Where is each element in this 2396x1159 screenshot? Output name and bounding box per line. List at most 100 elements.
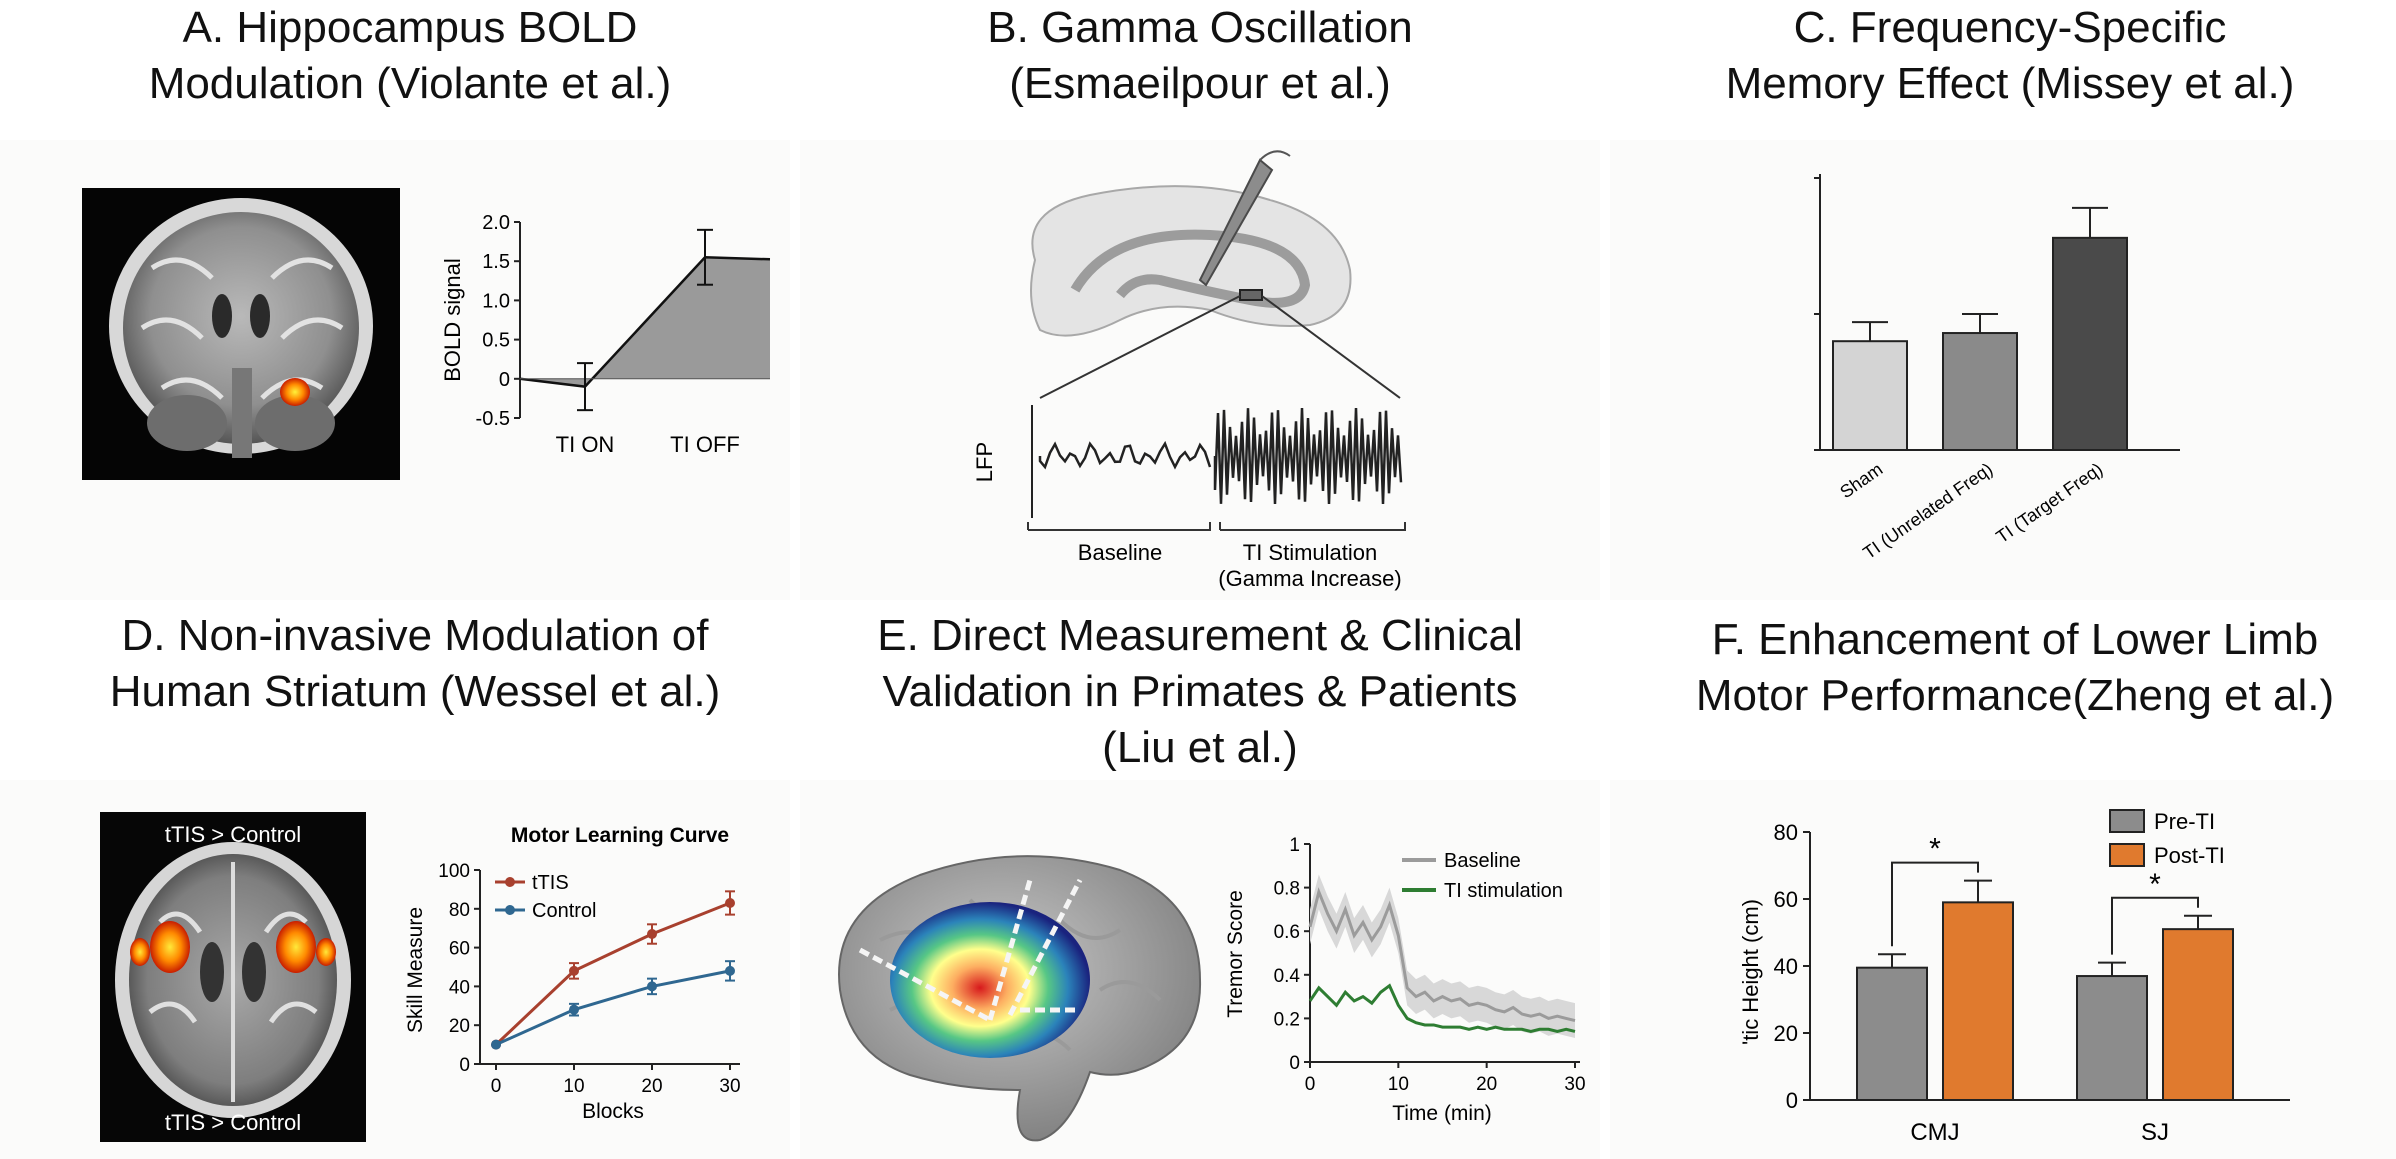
- panel-d-mri-image: tTIS > Control tTIS > Control: [100, 812, 366, 1142]
- bar: [2052, 236, 2128, 451]
- panel-c-title-line-1: C. Frequency-Specific: [1793, 3, 2227, 52]
- series-line-control: [495, 969, 731, 1046]
- y-tick-label: 20: [1774, 1021, 1798, 1046]
- bar-pre-ti: [1856, 966, 1928, 1101]
- x-tick-label: 20: [1476, 1074, 1497, 1095]
- data-point: [647, 929, 657, 940]
- y-tick-label: 100: [438, 861, 470, 882]
- panel-f-title: F. Enhancement of Lower Limb Motor Perfo…: [1640, 612, 2390, 724]
- panel-e-title: E. Direct Measurement & Clinical Validat…: [820, 608, 1580, 776]
- y-tick-label: 60: [449, 939, 470, 960]
- electrode-lead-2: [987, 879, 1033, 1021]
- legend-marker: [505, 905, 515, 915]
- x-category-label: TI ON: [556, 432, 615, 457]
- gamma-increase-note: (Gamma Increase): [1218, 566, 1401, 591]
- y-tick-label: 80: [449, 900, 470, 921]
- bar-post-ti: [1942, 901, 2014, 1101]
- x-tick-label: 30: [719, 1076, 740, 1097]
- y-tick-label: 0.8: [1274, 879, 1300, 900]
- right-striatum-activation: [276, 921, 316, 973]
- baseline-bracket: [1027, 522, 1211, 531]
- baseline-segment-label: Baseline: [1078, 540, 1162, 565]
- panel-c-title: C. Frequency-Specific Memory Effect (Mis…: [1630, 0, 2390, 112]
- panel-d-title-line-2: Human Striatum (Wessel et al.): [109, 667, 721, 716]
- recording-site-marker: [1239, 289, 1263, 301]
- legend-label: Post-TI: [2154, 843, 2225, 868]
- panel-a-title-line-2: Modulation (Violante et al.): [148, 59, 672, 108]
- x-tick-label: 10: [1388, 1074, 1409, 1095]
- panel-b-title-line-2: (Esmaeilpour et al.): [1009, 59, 1391, 108]
- x-category-label: TI OFF: [670, 432, 740, 457]
- bar: [1832, 340, 1908, 451]
- panel-e-title-line-2: Validation in Primates & Patients: [882, 667, 1518, 716]
- bar-post-ti: [2162, 928, 2234, 1101]
- legend-label: tTIS: [532, 872, 569, 894]
- legend-marker: [505, 877, 515, 887]
- y-tick-label: 0: [1786, 1088, 1798, 1113]
- y-tick-label: 0: [499, 369, 510, 391]
- y-tick-label: 40: [449, 977, 470, 998]
- legend-label: Baseline: [1444, 850, 1521, 872]
- panel-b-gamma-schematic: LFP Baseline TI Stimulation (Gamma Incre…: [972, 150, 1406, 591]
- panel-e-title-line-1: E. Direct Measurement & Clinical: [877, 611, 1523, 660]
- y-tick-label: 0: [1289, 1053, 1300, 1074]
- y-tick-label: 0.4: [1274, 966, 1301, 987]
- lfp-baseline-trace: [1038, 440, 1212, 470]
- x-tick-label: 10: [563, 1076, 584, 1097]
- x-axis-label: Blocks: [582, 1100, 644, 1123]
- recording-electrode-icon: [1198, 158, 1274, 287]
- hippocampus-curve: [1070, 229, 1311, 308]
- y-tick-label: -0.5: [476, 408, 510, 430]
- lfp-stimulation-trace: [1213, 408, 1403, 505]
- y-tick-label: 1.0: [482, 290, 510, 312]
- x-category-label: SJ: [2141, 1119, 2169, 1146]
- panel-c-title-line-2: Memory Effect (Missey et al.): [1725, 59, 2295, 108]
- data-point: [725, 897, 735, 908]
- y-tick-label: 20: [449, 1016, 470, 1037]
- mri-label-bottom: tTIS > Control: [165, 1110, 301, 1135]
- mri-label-top: tTIS > Control: [165, 822, 301, 847]
- panel-a-title-line-1: A. Hippocampus BOLD: [182, 3, 638, 52]
- electrode-lead-3: [1007, 878, 1083, 1017]
- panel-a-title: A. Hippocampus BOLD Modulation (Violante…: [40, 0, 780, 112]
- chart-title: Motor Learning Curve: [511, 824, 729, 847]
- legend-label: TI stimulation: [1444, 880, 1563, 902]
- bar: [1942, 332, 2018, 451]
- panel-a-mri-image: [82, 188, 400, 480]
- panel-d-title: D. Non-invasive Modulation of Human Stri…: [30, 608, 800, 720]
- series-line-ttis: [494, 901, 731, 1046]
- data-point: [569, 1004, 579, 1015]
- y-tick-label: 1.5: [482, 251, 510, 273]
- y-tick-label: 40: [1774, 954, 1798, 979]
- electrode-lead-1: [858, 947, 992, 1023]
- legend-swatch: [2109, 809, 2145, 833]
- panel-e-brain-heatmap: [838, 855, 1202, 1142]
- x-tick-label: 0: [1305, 1074, 1316, 1095]
- y-tick-label: 0.6: [1274, 922, 1300, 943]
- y-tick-label: 80: [1774, 820, 1798, 845]
- panel-f-title-line-2: Motor Performance(Zheng et al.): [1695, 671, 2335, 720]
- y-tick-label: 1: [1289, 835, 1300, 856]
- y-axis-label: 'tic Height (cm): [1738, 899, 1763, 1045]
- y-tick-label: 2.0: [482, 212, 510, 234]
- bold-line: [519, 256, 771, 388]
- hippocampus-slice-shape: [1030, 185, 1352, 337]
- stimulation-segment-label: TI Stimulation: [1243, 540, 1378, 565]
- panel-b-title-line-1: B. Gamma Oscillation: [987, 3, 1413, 52]
- legend-label: Control: [532, 900, 596, 922]
- lfp-axis-label: LFP: [972, 442, 997, 482]
- significance-marker: *: [1929, 833, 1941, 866]
- panel-b-title: B. Gamma Oscillation (Esmaeilpour et al.…: [820, 0, 1580, 112]
- data-point: [569, 965, 579, 976]
- data-point: [491, 1039, 501, 1050]
- legend-label: Pre-TI: [2154, 809, 2215, 834]
- legend-swatch: [2109, 843, 2145, 867]
- x-tick-label: 30: [1564, 1074, 1585, 1095]
- bar-pre-ti: [2076, 975, 2148, 1101]
- panel-e-title-line-3: (Liu et al.): [1102, 723, 1298, 772]
